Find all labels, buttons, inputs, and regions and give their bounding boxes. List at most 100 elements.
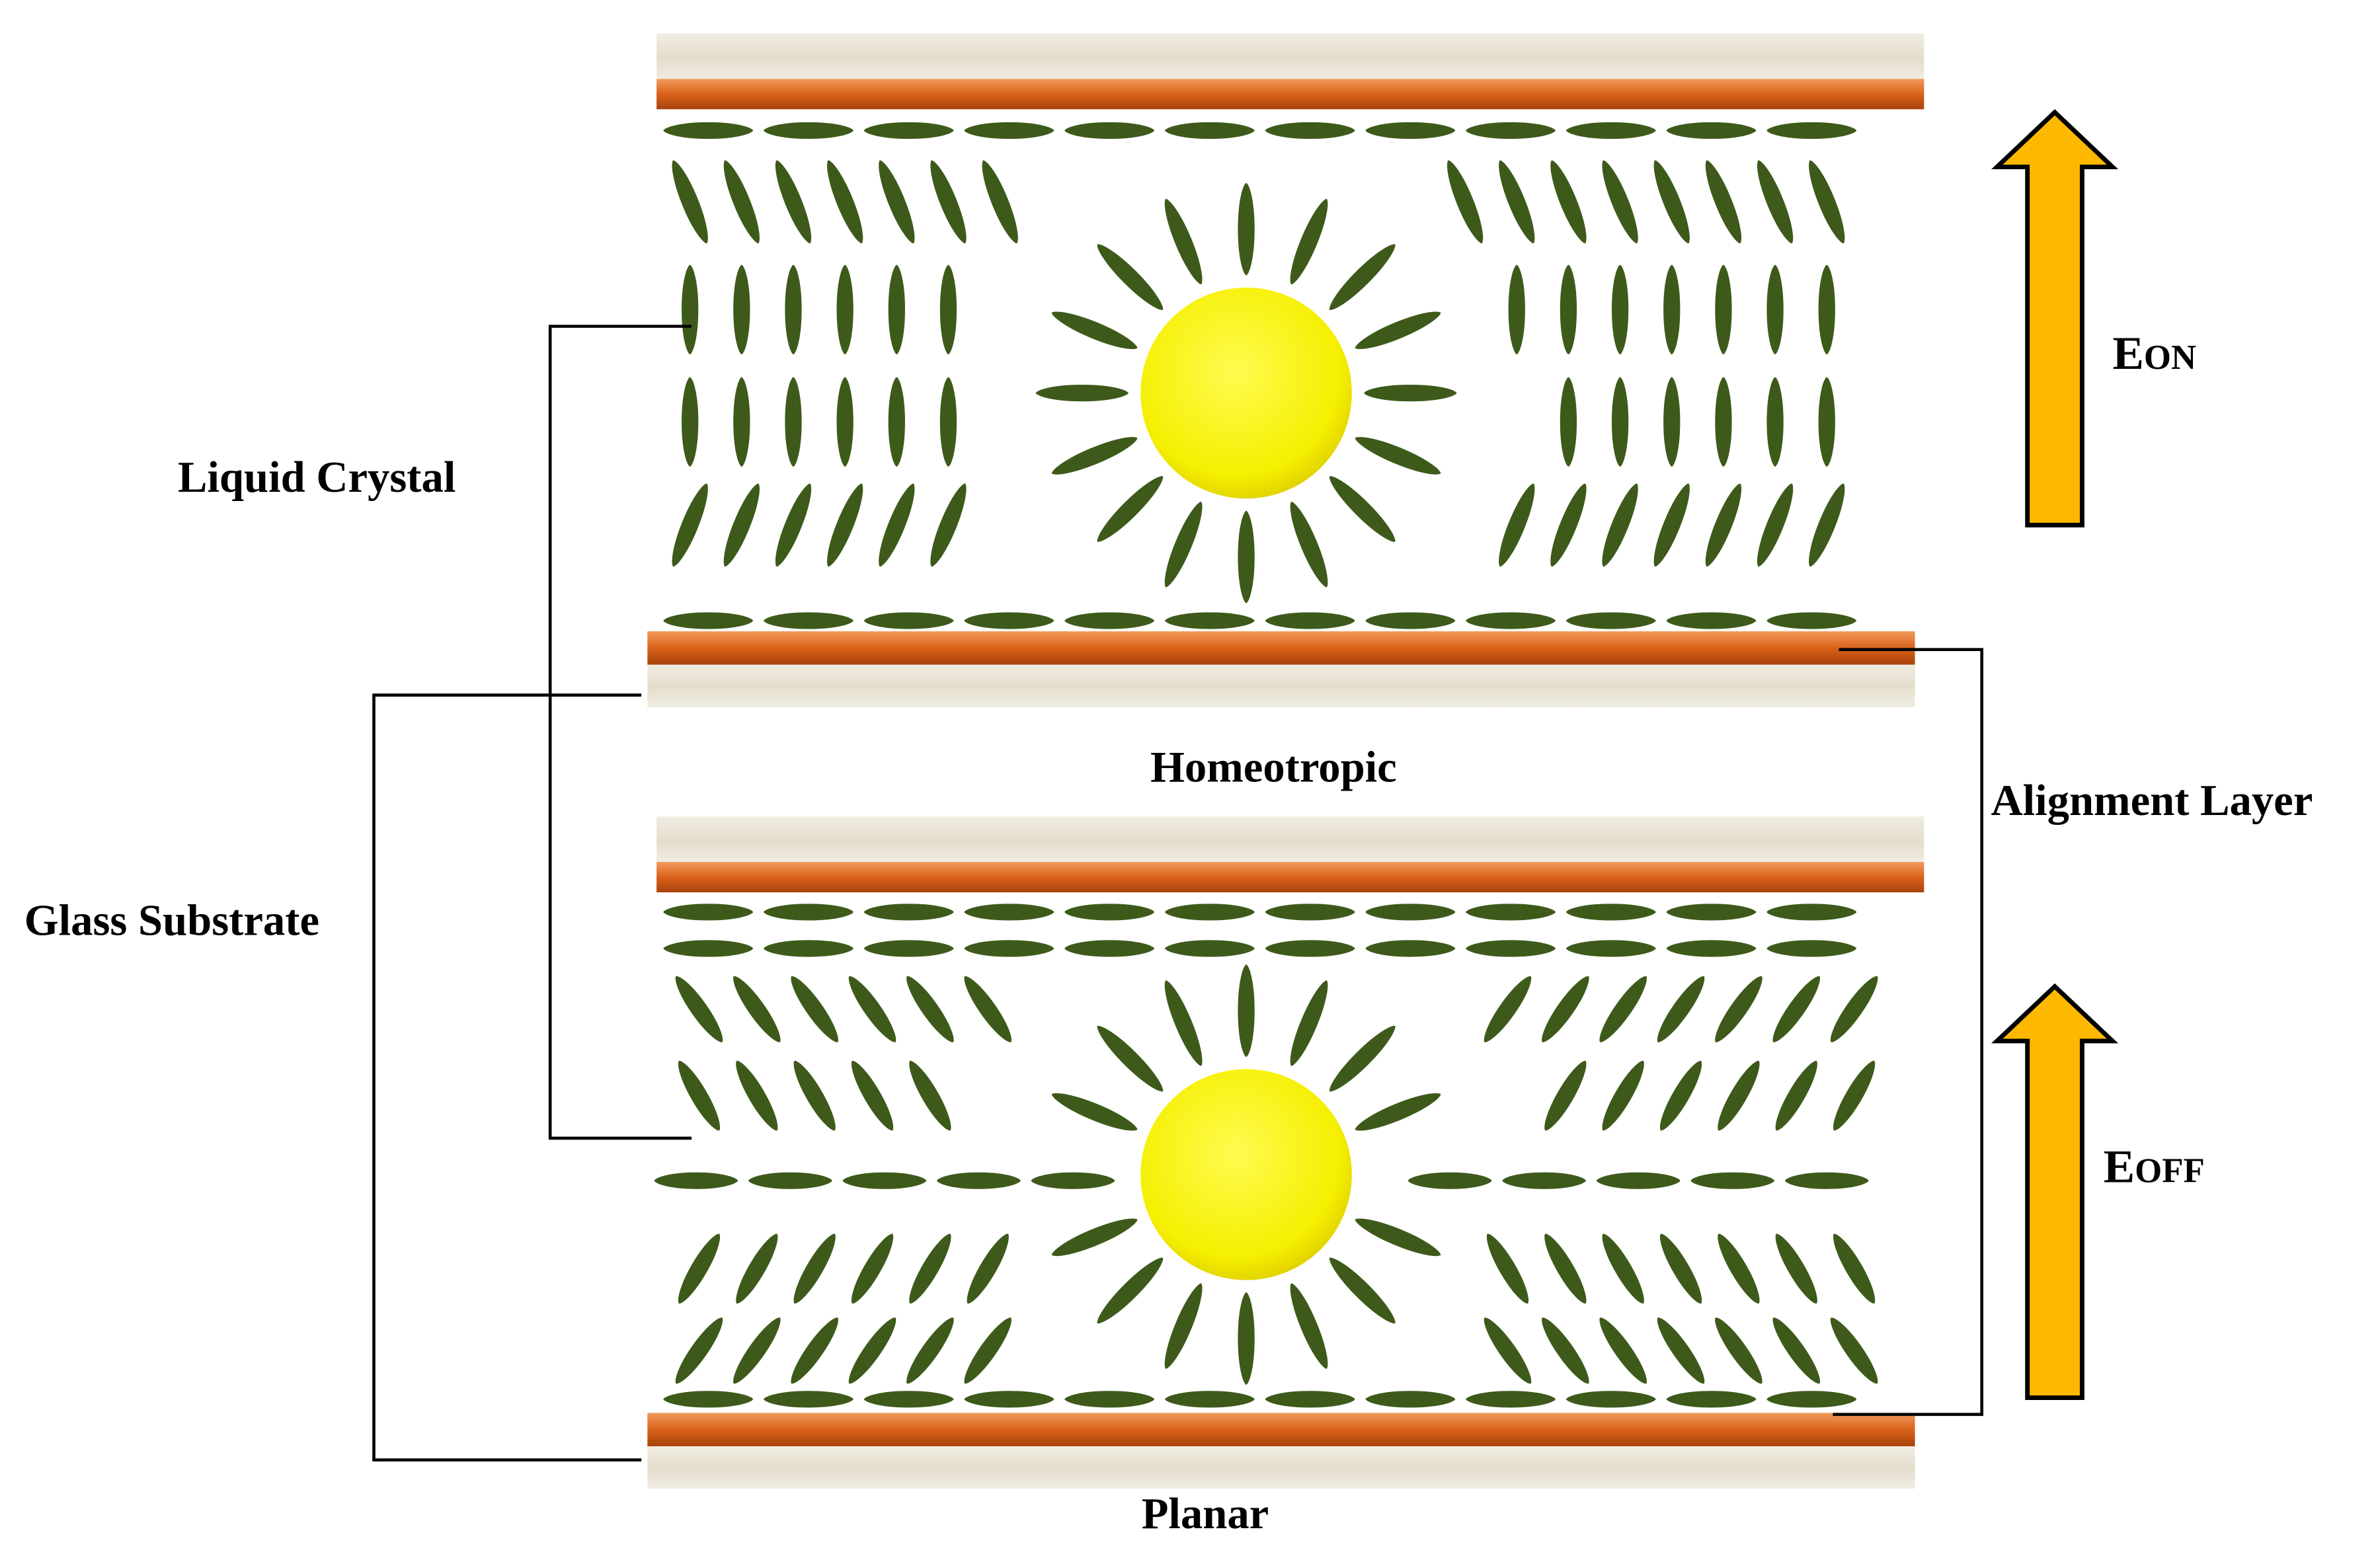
- lc-molecule: [1361, 935, 1460, 962]
- lc-molecule: [822, 155, 868, 249]
- lc-molecule: [789, 1229, 840, 1309]
- lc-molecule: [649, 1167, 742, 1194]
- lc-molecule: [1595, 971, 1651, 1047]
- lc-molecule: [959, 607, 1059, 634]
- lc-molecule: [932, 1167, 1025, 1194]
- lc-molecule: [1160, 117, 1259, 143]
- lc-molecule: [1361, 607, 1460, 634]
- lc-molecule: [1607, 372, 1634, 471]
- e-on-arrow: [1991, 109, 2119, 527]
- lc-molecule: [1825, 971, 1883, 1047]
- lc-molecule: [1461, 117, 1560, 143]
- lc-molecule: [1160, 935, 1259, 962]
- lc-molecule: [1768, 1313, 1825, 1389]
- lc-molecule: [658, 117, 758, 143]
- homeotropic-cell: [647, 33, 1924, 707]
- lc-molecule: [1060, 117, 1159, 143]
- lc-molecule: [844, 971, 901, 1047]
- lc-molecule: [1479, 1313, 1536, 1389]
- droplet: [1132, 280, 1360, 506]
- lc-molecule: [874, 155, 920, 249]
- lc-molecule: [859, 607, 959, 634]
- lc-molecule: [658, 899, 758, 925]
- lc-molecule: [1813, 372, 1840, 471]
- lc-molecule: [1562, 1386, 1661, 1413]
- lc-molecule: [904, 1229, 956, 1309]
- lc-molecule: [1461, 1386, 1560, 1413]
- lc-molecule: [959, 899, 1059, 925]
- lc-molecule: [1546, 479, 1591, 572]
- lc-molecule: [1562, 899, 1661, 925]
- lc-molecule: [1060, 935, 1159, 962]
- lc-molecule: [1047, 1088, 1142, 1136]
- lc-molecule: [1753, 479, 1798, 572]
- lc-molecule: [1762, 935, 1861, 962]
- lc-molecule: [859, 1386, 959, 1413]
- lc-molecule: [729, 260, 755, 359]
- alignment-layer-label: Alignment Layer: [1991, 777, 2313, 825]
- bottom-alignment-layer: [647, 631, 1915, 665]
- lc-molecule: [1233, 178, 1259, 280]
- lc-molecule: [1482, 1229, 1533, 1309]
- lc-molecule: [677, 260, 703, 359]
- lc-molecule: [658, 607, 758, 634]
- lc-molecule: [902, 1313, 959, 1389]
- lc-molecule: [1770, 1056, 1822, 1136]
- lc-molecule: [1661, 899, 1761, 925]
- lc-molecule: [1597, 155, 1643, 249]
- lc-molecule: [1825, 1313, 1883, 1389]
- top-glass-substrate: [656, 33, 1924, 82]
- liquid-crystal-molecules: [649, 899, 1883, 1413]
- lc-molecule: [1324, 471, 1400, 547]
- top-alignment-layer: [656, 862, 1924, 892]
- lc-molecule: [1607, 260, 1634, 359]
- lc-molecule: [1060, 607, 1159, 634]
- lc-molecule: [1562, 607, 1661, 634]
- lc-molecule: [959, 971, 1016, 1047]
- lc-molecule: [926, 479, 971, 572]
- lc-molecule: [1324, 1021, 1400, 1097]
- lc-molecule: [1710, 372, 1737, 471]
- lc-molecule: [904, 1056, 956, 1136]
- lc-molecule: [1661, 1386, 1761, 1413]
- lc-molecule: [1652, 1313, 1710, 1389]
- lc-molecule: [1092, 239, 1168, 315]
- e-off-label: EOFF: [2104, 1142, 2205, 1193]
- lc-molecule: [1661, 607, 1761, 634]
- lc-molecule: [770, 155, 816, 249]
- lc-molecule: [744, 1167, 837, 1194]
- lc-molecule: [786, 971, 843, 1047]
- lc-molecule: [1160, 194, 1207, 290]
- lc-molecule: [1092, 471, 1168, 547]
- planar-label: Planar: [1142, 1490, 1269, 1538]
- lc-molecule: [1710, 1313, 1767, 1389]
- lc-molecule: [902, 971, 959, 1047]
- lc-molecule: [1503, 260, 1530, 359]
- lc-molecule: [1595, 1313, 1651, 1389]
- lc-molecule: [1780, 1167, 1874, 1194]
- lc-molecule: [667, 479, 713, 572]
- lc-molecule: [1026, 1167, 1120, 1194]
- lc-molecule: [1661, 117, 1761, 143]
- connector-lines: [372, 325, 1983, 1461]
- lc-molecule: [959, 1313, 1016, 1389]
- lc-molecule: [1597, 1229, 1649, 1309]
- lc-molecule: [1260, 935, 1360, 962]
- lc-molecule: [977, 155, 1023, 249]
- lc-molecule: [1060, 1386, 1159, 1413]
- lc-molecule: [1285, 497, 1333, 592]
- lc-molecule: [1655, 1229, 1707, 1309]
- lc-molecule: [1497, 1167, 1591, 1194]
- lc-molecule: [1597, 479, 1643, 572]
- alignment-layer-bracket: [1833, 648, 1983, 1417]
- lc-molecule: [1461, 607, 1560, 634]
- lc-molecule: [1768, 971, 1825, 1047]
- lc-molecule: [959, 1386, 1059, 1413]
- bottom-glass-substrate: [647, 1446, 1915, 1489]
- lc-molecule: [759, 935, 858, 962]
- planar-cell: [647, 816, 1924, 1489]
- lc-molecule: [789, 1056, 840, 1136]
- lc-molecule: [1713, 1229, 1765, 1309]
- lc-molecule: [883, 372, 910, 471]
